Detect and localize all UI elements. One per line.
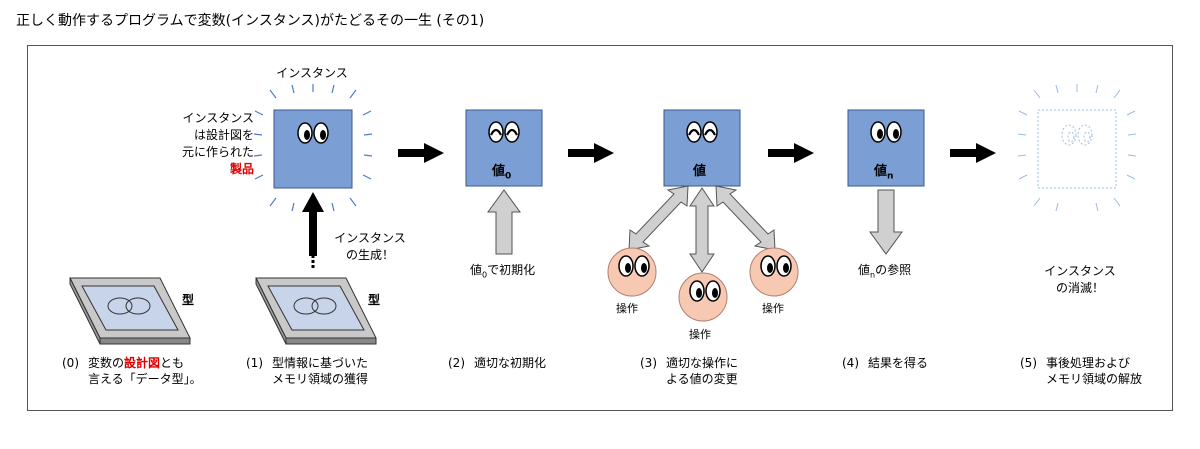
operator-face-1 <box>607 247 657 297</box>
reference-label: 値nの参照 <box>858 263 912 280</box>
diagram-frame <box>27 45 1173 411</box>
operation-label-2: 操作 <box>689 328 711 341</box>
create-label: インスタンス の生成！ <box>334 231 406 262</box>
transition-arrows <box>398 143 996 163</box>
init-arrow <box>487 189 521 255</box>
instance-box-1 <box>273 109 353 189</box>
step-0: (0)変数の設計図とも 言える「データ型」。 <box>62 356 202 386</box>
step-2: (2)適切な初期化 <box>448 356 547 370</box>
step-4: (4)結果を得る <box>842 356 929 370</box>
operation-arrows <box>628 185 776 273</box>
init-label: 値0で初期化 <box>470 263 536 280</box>
operator-face-3 <box>749 247 799 297</box>
operation-label-3: 操作 <box>762 302 784 315</box>
instance-description: インスタンス は設計図を 元に作られた 製品 <box>181 111 254 176</box>
step-1: (1)型情報に基づいた メモリ領域の獲得 <box>246 356 369 386</box>
type-label-0: 型 <box>182 293 195 307</box>
instance-box-2 <box>465 109 543 187</box>
type-label-1: 型 <box>368 293 381 307</box>
type-tray-1 <box>255 277 377 345</box>
reference-arrow <box>869 189 903 255</box>
operator-face-2 <box>678 272 728 322</box>
step-3: (3)適切な操作に よる値の変更 <box>640 356 739 386</box>
step-5: (5)事後処理および メモリ領域の解放 <box>1020 356 1143 386</box>
create-arrow <box>302 192 324 268</box>
glow-rays-1 <box>253 84 373 212</box>
value-0-label: 値0 <box>492 164 512 182</box>
instance-box-4 <box>847 109 925 187</box>
type-tray-0 <box>69 277 191 345</box>
destroy-label: インスタンス の消滅！ <box>1044 264 1116 295</box>
instance-label-top: インスタンス <box>276 66 348 80</box>
page-title: 正しく動作するプログラムで変数(インスタンス)がたどるその一生 (その1) <box>16 13 485 29</box>
operation-label-1: 操作 <box>616 302 638 315</box>
instance-box-3 <box>663 109 741 187</box>
value-label: 値 <box>693 164 707 179</box>
value-n-label: 値n <box>874 164 894 182</box>
vanished-box <box>1037 109 1117 189</box>
glow-rays-5 <box>1017 84 1137 212</box>
